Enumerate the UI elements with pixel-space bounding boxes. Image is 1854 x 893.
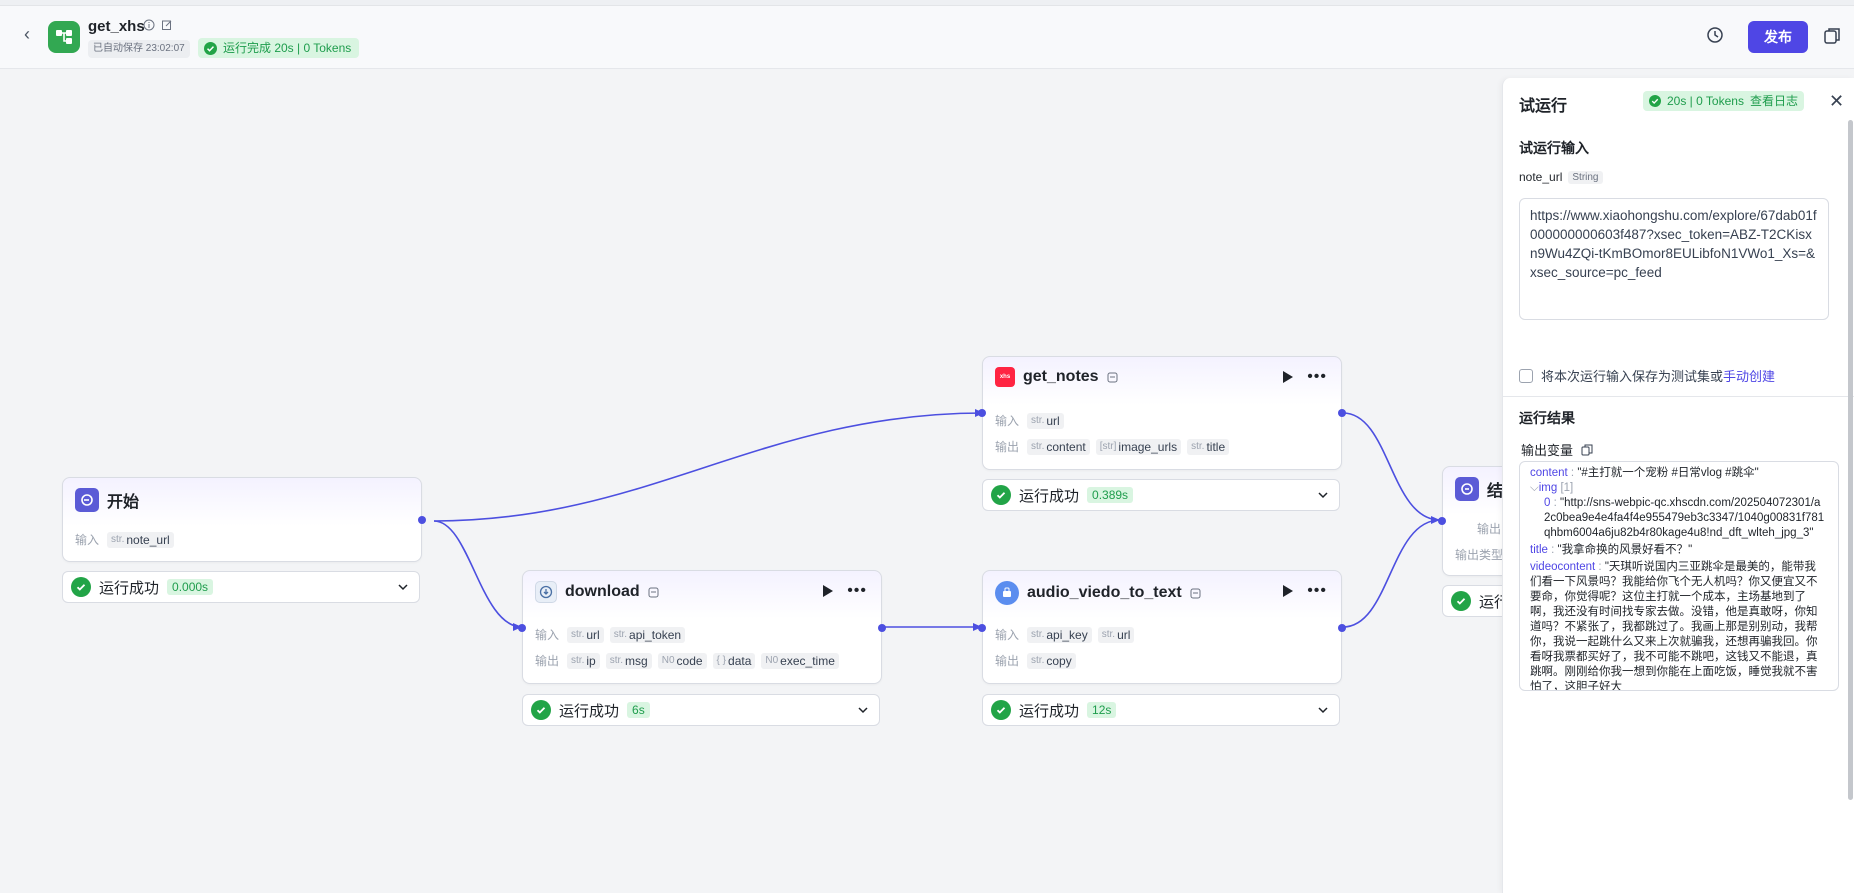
param-chip: str.url xyxy=(1097,626,1135,643)
history-icon[interactable] xyxy=(1706,26,1724,44)
close-icon[interactable]: ✕ xyxy=(1829,91,1845,111)
output-port[interactable] xyxy=(418,516,426,524)
download-plugin-icon xyxy=(535,581,557,603)
node-download-title: download xyxy=(565,583,640,600)
title-icons xyxy=(143,19,173,31)
run-node-button[interactable] xyxy=(823,585,834,597)
input-port[interactable] xyxy=(978,409,986,417)
back-arrow-icon[interactable]: ‹ xyxy=(24,24,30,44)
manual-create-link[interactable]: 手动创建 xyxy=(1723,369,1776,384)
copy-icon[interactable] xyxy=(1581,444,1593,456)
copy-window-icon[interactable] xyxy=(1822,26,1842,46)
node-audio-title: audio_viedo_to_text xyxy=(1027,584,1182,601)
xhs-logo-icon: xhs xyxy=(995,367,1015,387)
end-icon xyxy=(1455,477,1479,501)
plugin-badge-icon xyxy=(1190,588,1201,598)
output-vars-label: 输出变量 xyxy=(1521,440,1593,459)
chevron-down-icon[interactable] xyxy=(1317,489,1329,501)
check-circle-icon xyxy=(991,485,1011,505)
edit-icon[interactable] xyxy=(161,19,173,31)
run-node-button[interactable] xyxy=(1283,371,1294,383)
node-get-notes-title: get_notes xyxy=(1023,368,1099,385)
input-port[interactable] xyxy=(518,624,526,632)
run-status-text: 运行完成 20s | 0 Tokens xyxy=(223,41,352,55)
chevron-down-icon[interactable] xyxy=(857,704,869,716)
check-circle-icon xyxy=(71,577,91,597)
workflow-logo-icon xyxy=(48,21,80,53)
node-audio-to-text[interactable]: audio_viedo_to_text ••• 输入 str.api_key s… xyxy=(978,570,1346,684)
check-circle-icon xyxy=(1451,591,1471,611)
param-chip: { }data xyxy=(712,652,756,669)
node-start-title: 开始 xyxy=(107,494,140,511)
autosave-label: 已自动保存 23:02:07 xyxy=(88,40,190,58)
param-chip: str.msg xyxy=(605,652,652,669)
info-icon[interactable] xyxy=(143,19,155,31)
param-chip: str.api_token xyxy=(609,626,686,643)
input-port[interactable] xyxy=(978,624,986,632)
publish-button[interactable]: 发布 xyxy=(1748,21,1808,53)
more-options-icon[interactable]: ••• xyxy=(847,582,867,599)
save-testset-checkbox[interactable] xyxy=(1519,368,1533,383)
field-label: note_url String xyxy=(1519,170,1603,184)
node-start[interactable]: 开始 输入 str.note_url xyxy=(62,477,426,562)
node-get-notes[interactable]: xhs get_notes ••• 输入 str.url 输出 str.cont… xyxy=(978,356,1346,470)
panel-scrollbar[interactable] xyxy=(1848,120,1853,800)
result-section-title: 运行结果 xyxy=(1519,410,1575,426)
node-download[interactable]: download ••• 输入 str.url str.api_token 输出… xyxy=(518,570,886,684)
param-chip: str.ip xyxy=(567,652,600,669)
node-audio-status[interactable]: 运行成功 12s xyxy=(982,694,1340,726)
param-chip: str.copy xyxy=(1027,652,1076,669)
node-start-status[interactable]: 运行成功 0.000s xyxy=(62,571,420,603)
more-options-icon[interactable]: ••• xyxy=(1307,582,1327,599)
top-strip xyxy=(0,0,1854,6)
view-log-link[interactable]: 查看日志 xyxy=(1749,94,1798,108)
run-status-badge: 运行完成 20s | 0 Tokens xyxy=(198,38,360,58)
param-chip: str.content xyxy=(1027,438,1090,455)
input-port[interactable] xyxy=(1438,517,1446,525)
panel-run-badge: 20s | 0 Tokens 查看日志 xyxy=(1643,91,1804,111)
panel-title: 试运行 xyxy=(1519,98,1568,115)
node-get-notes-status[interactable]: 运行成功 0.389s xyxy=(982,479,1340,511)
check-circle-icon xyxy=(531,700,551,720)
more-options-icon[interactable]: ••• xyxy=(1307,368,1327,385)
output-port[interactable] xyxy=(878,624,886,632)
param-chip: [str]image_urls xyxy=(1095,438,1182,455)
note-url-input[interactable]: https://www.xiaohongshu.com/explore/67da… xyxy=(1519,198,1829,320)
test-run-panel: 试运行 20s | 0 Tokens 查看日志 ✕ 试运行输入 note_url… xyxy=(1502,78,1854,893)
divider xyxy=(1503,396,1854,397)
chevron-down-icon[interactable] xyxy=(1317,704,1329,716)
input-section-title: 试运行输入 xyxy=(1519,140,1589,156)
param-chip: str.api_key xyxy=(1027,626,1092,643)
plugin-badge-icon xyxy=(648,587,659,597)
audio-plugin-icon xyxy=(995,581,1019,605)
plugin-badge-icon xyxy=(1107,372,1118,382)
param-chip: str.url xyxy=(567,626,604,643)
top-bar: ‹ get_xhs 已自动保存 23:02:07 运行完成 20s | 0 To… xyxy=(0,0,1854,69)
type-tag: String xyxy=(1568,170,1603,184)
output-port[interactable] xyxy=(1338,624,1346,632)
start-icon xyxy=(75,488,99,512)
node-end-title: 结 xyxy=(1487,483,1504,500)
result-json-viewer[interactable]: content : "#主打就一个宠粉 #日常vlog #跳伞" ⌵img [1… xyxy=(1519,461,1839,691)
output-port[interactable] xyxy=(1338,409,1346,417)
param-chip: str.title xyxy=(1187,438,1230,455)
chevron-down-icon[interactable] xyxy=(397,581,409,593)
check-circle-icon xyxy=(991,700,1011,720)
node-download-status[interactable]: 运行成功 6s xyxy=(522,694,880,726)
check-circle-icon xyxy=(204,41,217,55)
param-chip: str.url xyxy=(1027,412,1064,429)
param-chip: str.note_url xyxy=(107,531,174,548)
save-testset-row: 将本次运行输入保存为测试集或手动创建 xyxy=(1519,366,1775,385)
run-node-button[interactable] xyxy=(1283,585,1294,597)
app-title: get_xhs xyxy=(88,18,145,35)
check-circle-icon xyxy=(1649,95,1661,107)
